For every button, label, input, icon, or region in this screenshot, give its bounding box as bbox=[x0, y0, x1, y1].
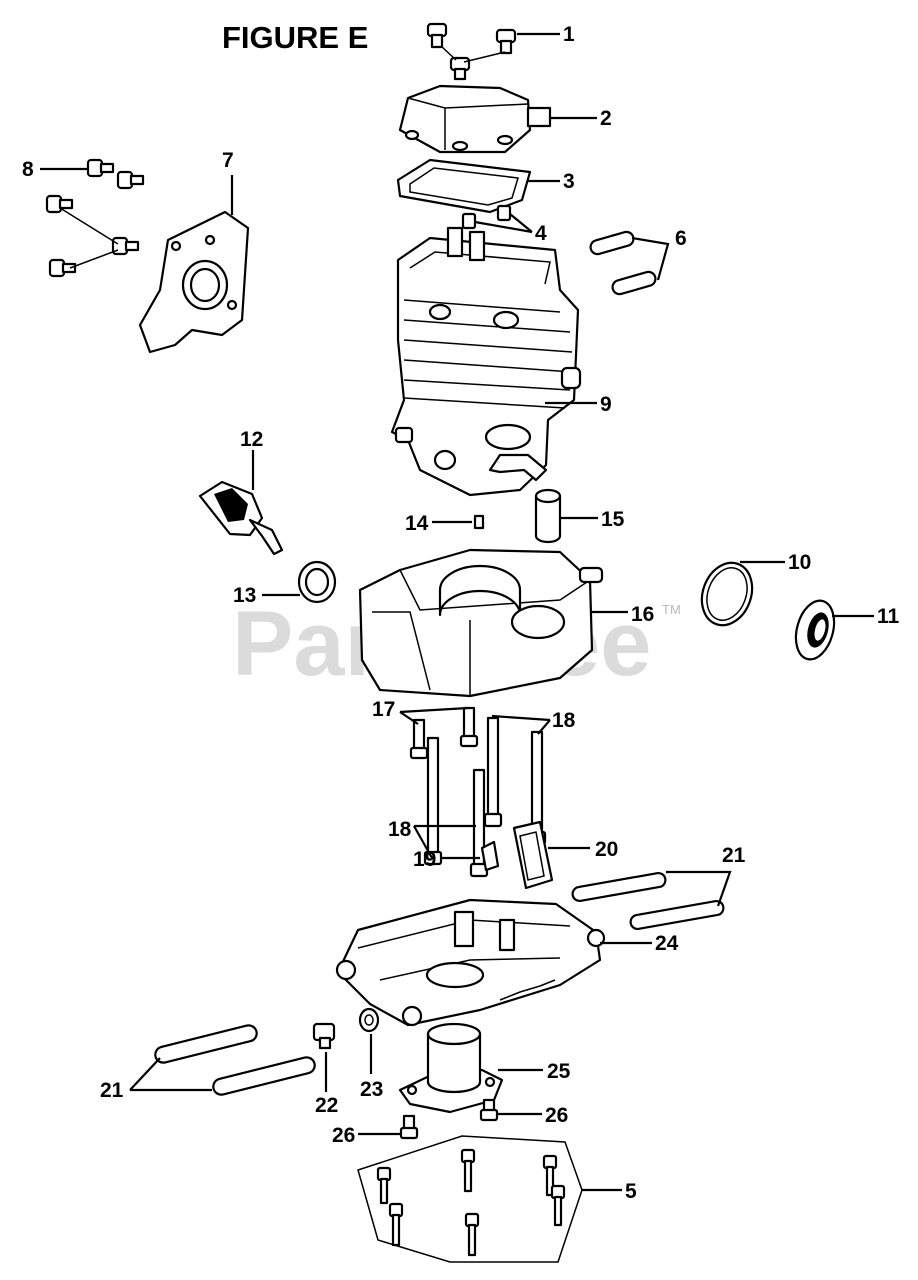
part-4-pins[interactable] bbox=[461, 204, 512, 230]
callout-14[interactable]: 14 bbox=[405, 512, 429, 535]
figure-title: FIGURE E bbox=[222, 20, 368, 55]
part-7-side-cover[interactable] bbox=[138, 210, 250, 354]
callout-17[interactable]: 17 bbox=[372, 698, 395, 721]
callout-2[interactable]: 2 bbox=[600, 107, 612, 130]
part-12-sensor[interactable] bbox=[198, 480, 284, 556]
callout-26a[interactable]: 26 bbox=[545, 1104, 568, 1127]
part-9-cylinder[interactable] bbox=[390, 226, 582, 497]
part-11-oil-seal[interactable] bbox=[790, 596, 840, 663]
leader-6 bbox=[631, 236, 670, 281]
callout-21b[interactable]: 21 bbox=[100, 1079, 124, 1102]
callout-18b[interactable]: 18 bbox=[388, 818, 412, 841]
part-23-washer[interactable] bbox=[358, 1007, 380, 1033]
part-15-sleeve[interactable] bbox=[534, 488, 562, 544]
part-22-drain-plug[interactable] bbox=[312, 1022, 336, 1050]
callout-18a[interactable]: 18 bbox=[552, 709, 576, 732]
part-1-screws[interactable] bbox=[426, 22, 517, 81]
callout-20[interactable]: 20 bbox=[595, 838, 618, 861]
callout-23[interactable]: 23 bbox=[360, 1078, 383, 1101]
callout-5[interactable]: 5 bbox=[625, 1180, 637, 1203]
callout-25[interactable]: 25 bbox=[547, 1060, 571, 1083]
callout-7[interactable]: 7 bbox=[222, 149, 234, 172]
callout-15[interactable]: 15 bbox=[601, 508, 625, 531]
part-10-oring[interactable] bbox=[694, 556, 761, 633]
leader-17 bbox=[399, 706, 469, 725]
part-13-seal[interactable] bbox=[297, 560, 337, 604]
callout-13[interactable]: 13 bbox=[233, 584, 256, 607]
callout-24[interactable]: 24 bbox=[655, 932, 679, 955]
callout-3[interactable]: 3 bbox=[563, 170, 575, 193]
callout-6[interactable]: 6 bbox=[675, 227, 687, 250]
callout-9[interactable]: 9 bbox=[600, 393, 612, 416]
callout-22[interactable]: 22 bbox=[315, 1094, 338, 1117]
part-21-dowels-lower[interactable] bbox=[154, 1024, 317, 1097]
leader-4 bbox=[474, 213, 533, 234]
callout-16[interactable]: 16 bbox=[631, 603, 654, 626]
part-25-filter-housing[interactable] bbox=[398, 1022, 504, 1114]
leader-18a bbox=[491, 714, 551, 735]
part-26-screws[interactable] bbox=[399, 1098, 499, 1140]
leader-21a bbox=[666, 870, 732, 907]
part-21-dowels-upper[interactable] bbox=[571, 871, 725, 931]
watermark-tm: TM bbox=[662, 602, 681, 617]
callout-11[interactable]: 11 bbox=[877, 605, 900, 628]
leader-21b bbox=[129, 1057, 212, 1092]
part-5-bolt-set[interactable] bbox=[357, 1135, 583, 1263]
part-17-bolts[interactable] bbox=[409, 706, 479, 760]
callout-4[interactable]: 4 bbox=[535, 222, 547, 245]
callout-12[interactable]: 12 bbox=[240, 428, 263, 451]
part-20-gasket[interactable] bbox=[512, 820, 554, 890]
part-16-crankcase[interactable] bbox=[358, 548, 604, 698]
part-19-key[interactable] bbox=[480, 840, 500, 872]
part-6-dowels[interactable] bbox=[589, 230, 657, 296]
callout-21a[interactable]: 21 bbox=[722, 844, 746, 867]
leader-18b bbox=[413, 824, 476, 859]
part-24-crankcase-lower[interactable] bbox=[335, 898, 606, 1027]
callout-26b[interactable]: 26 bbox=[332, 1124, 355, 1147]
callout-1[interactable]: 1 bbox=[563, 23, 575, 46]
callout-8[interactable]: 8 bbox=[22, 158, 34, 181]
part-2-valve-cover[interactable] bbox=[398, 84, 552, 154]
callout-10[interactable]: 10 bbox=[788, 551, 811, 574]
callout-19[interactable]: 19 bbox=[413, 848, 436, 871]
part-3-gasket[interactable] bbox=[396, 158, 532, 214]
part-14-pin[interactable] bbox=[473, 514, 485, 530]
part-8-bolts[interactable] bbox=[45, 158, 145, 278]
